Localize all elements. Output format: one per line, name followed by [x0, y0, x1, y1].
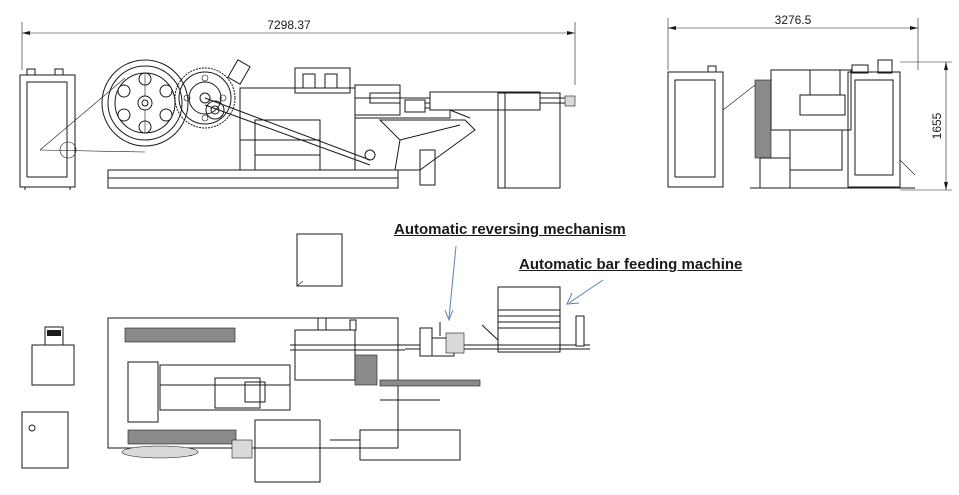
front-flywheel [101, 59, 189, 147]
side-dimension-lines [667, 18, 952, 191]
reversing-arrow [444, 245, 457, 322]
reversing-mechanism-label: Automatic reversing mechanism [394, 221, 626, 238]
front-view [19, 59, 576, 190]
feeding-arrow [566, 279, 604, 305]
front-gear [174, 67, 236, 129]
side-height-dimension: 1655 [930, 112, 944, 139]
front-dimension-line [21, 22, 576, 85]
plan-view [21, 233, 590, 483]
side-electrical-cabinet [667, 65, 724, 188]
bar-feeding-label: Automatic bar feeding machine [519, 256, 743, 273]
side-width-dimension: 3276.5 [775, 13, 812, 27]
side-view [667, 59, 916, 189]
front-electrical-cabinet [19, 68, 76, 190]
front-length-dimension: 7298.37 [267, 18, 311, 32]
